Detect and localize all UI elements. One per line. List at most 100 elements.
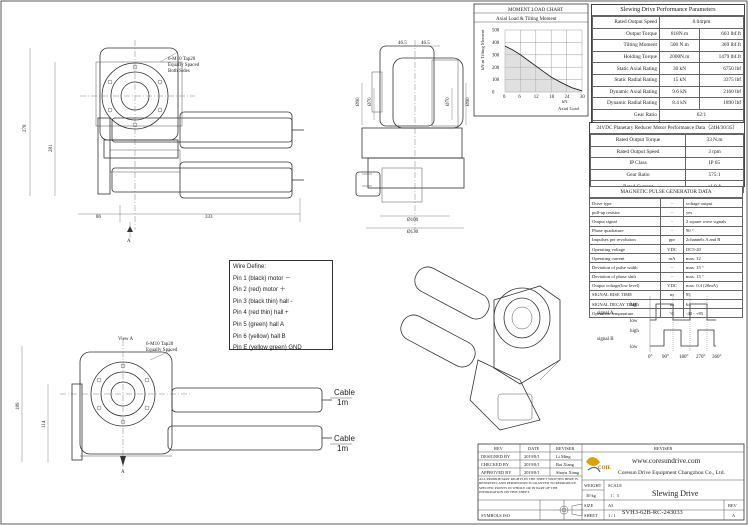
- magnetic-table: MAGNETIC PULSE GENERATOR DATA Drive type…: [589, 186, 743, 319]
- wire-pin-item: Pin 4 (red thin) hall +: [233, 310, 289, 317]
- checked-by-date: 2019/8/1: [524, 462, 540, 467]
- dim-281: 281: [49, 144, 54, 152]
- magnetic-value: 2 square wave signals: [683, 216, 743, 227]
- performance-value-imperial: 603 lbf.ft: [698, 27, 745, 41]
- magnetic-value: 90 °: [683, 225, 743, 236]
- scale-value: 1：3: [610, 493, 620, 498]
- proprietary-note: ALL PROPRIETARY RIGHTS IN THE SHEET WRIT…: [479, 477, 578, 495]
- performance-table: Slewing Drive Performance Parameters Rat…: [591, 4, 745, 133]
- wire-pin-item: Pin 5 (green) hall A: [233, 321, 285, 328]
- side-housing: [392, 57, 464, 129]
- magnetic-value: 64: [683, 299, 743, 310]
- magnetic-value: -40 - +85: [683, 308, 743, 319]
- signal-b-high: high: [630, 329, 639, 334]
- rev-header-date: DATE: [528, 446, 540, 451]
- magnetic-param: pull-up resistor: [589, 207, 661, 218]
- performance-title: Slewing Drive Performance Parameters: [592, 5, 744, 16]
- performance-value: 8.4 kN: [659, 97, 700, 110]
- magnetic-unit: -: [660, 197, 684, 209]
- performance-param: Holding Torque: [592, 50, 660, 64]
- magnetic-unit: -: [660, 207, 684, 218]
- dim-o70-a: Ø70: [368, 97, 373, 106]
- chart-y-tick: 300: [492, 53, 500, 58]
- moment-chart-ylabel: kN.m Tilting Moment: [480, 29, 485, 70]
- side-motor-cap: [355, 171, 381, 197]
- magnetic-row: Phase quadrature-90 °: [589, 225, 743, 236]
- dim-189: 189: [16, 402, 21, 410]
- magnetic-param: Operation temperature: [589, 308, 661, 319]
- magnetic-param: Phase quadrature: [589, 225, 661, 236]
- signal-b-low: low: [630, 345, 638, 350]
- chart-y-tick: 500: [492, 29, 500, 34]
- cable-bottom-length: 1m: [337, 444, 348, 453]
- checked-by-label: CHECKED BY: [481, 462, 510, 467]
- moment-chart-frame: [473, 3, 589, 117]
- motor-param: IP Class: [590, 157, 686, 170]
- magnetic-param: SIGNAL RISE TIME: [589, 289, 661, 301]
- magnetic-unit: -: [660, 271, 684, 282]
- performance-value: 500 N.m: [659, 39, 700, 52]
- front-view-top: [29, 40, 304, 238]
- iso-motor-2: [400, 314, 476, 368]
- approved-by-date: 2019/8/1: [524, 470, 540, 475]
- magnetic-value: max. 15 °: [683, 262, 743, 273]
- performance-value: 2000N.m: [659, 50, 700, 64]
- motor-value: 33 N.m: [685, 134, 744, 147]
- performance-param: Dynamic Axial Rating: [592, 85, 660, 99]
- approved-by-label: APPROVED BY: [481, 470, 512, 475]
- sheet-value: 1 / 1: [608, 513, 616, 518]
- magnetic-unit: mA: [660, 253, 684, 264]
- performance-value: 9.6 kN: [659, 85, 700, 99]
- projection-symbol-icon: [559, 505, 569, 515]
- front-view-bottom: [21, 340, 332, 472]
- angle-0: 0°: [648, 355, 653, 360]
- magnetic-value: yes: [683, 207, 743, 218]
- dim-86: 86: [96, 215, 102, 220]
- performance-param: Rated Output Speed: [592, 16, 660, 29]
- magnetic-param: Impulses per revolution: [589, 234, 661, 245]
- motor-value: 3 rpm: [685, 145, 744, 159]
- magnetic-row: Drive type-voltage output: [589, 197, 743, 209]
- signal-b-wave: [650, 329, 716, 347]
- chart-x-tick: 12: [534, 95, 539, 100]
- performance-value: 30 kN: [659, 62, 700, 75]
- magnetic-value: 85: [683, 289, 743, 301]
- website: www.coresundrive.com: [632, 457, 701, 465]
- moment-chart-subtitle: Axial Load & Tilting Moment: [496, 17, 557, 22]
- view-a-label: View A: [118, 337, 134, 342]
- motor-param: Rated Output Torque: [590, 134, 686, 147]
- scale-label: SCALE: [608, 483, 622, 488]
- magnetic-value: 2channels A and B: [683, 234, 743, 245]
- chart-x-tick: 24: [565, 95, 570, 100]
- performance-param: Dynamic Radial Rating: [592, 97, 660, 110]
- dim-46-5-a: 46.5: [398, 41, 407, 46]
- side-view-top: [355, 40, 467, 232]
- reviser-header: REVISER: [654, 446, 672, 451]
- chart-y-tick: 100: [492, 78, 500, 83]
- product-name: Slewing Drive: [652, 489, 699, 498]
- dim-a-bottom: A: [121, 470, 125, 475]
- housing-flange: [95, 61, 183, 127]
- isometric-view: [400, 266, 561, 431]
- bolt-note-top-1: 6-M10 Tap20: [168, 57, 196, 62]
- performance-value-imperial: 369 lbf.ft: [698, 39, 745, 52]
- magnetic-value: max. 12: [683, 253, 743, 264]
- iso-gearbox: [469, 359, 541, 431]
- bottom-motor-upper: [171, 387, 323, 413]
- magnetic-param: Operating voltage: [589, 243, 661, 255]
- motor-value: 575:1: [685, 168, 744, 182]
